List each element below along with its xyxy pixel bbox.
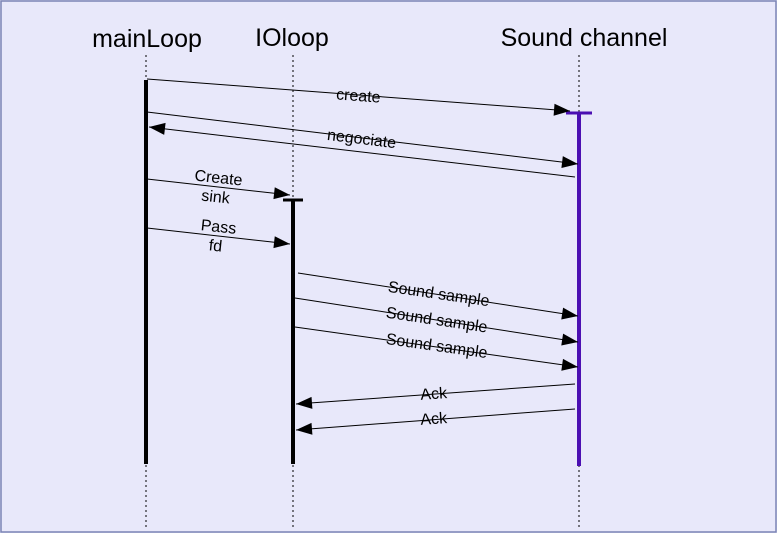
message-label-line-2: sink: [200, 188, 231, 208]
lane-label-main: mainLoop: [92, 25, 202, 53]
arrow-head: [296, 422, 313, 435]
message-label-line-1: Create: [194, 168, 244, 190]
message-create: create: [146, 78, 571, 116]
arrow-line: [294, 326, 579, 368]
message-ack-2: Ack: [295, 408, 576, 435]
arrow-line: [146, 78, 571, 112]
message-label: Ack: [420, 385, 449, 404]
arrow-head: [561, 358, 578, 371]
arrow-head: [561, 333, 578, 346]
arrow-line: [146, 111, 579, 165]
lane-label-io: IOloop: [255, 24, 329, 52]
arrow-line: [148, 126, 576, 178]
arrow-head: [273, 236, 290, 249]
arrow-head: [561, 156, 578, 169]
arrow-head: [553, 103, 570, 116]
message-create-sink: Create sink: [146, 168, 291, 208]
lane-label-sound: Sound channel: [501, 24, 668, 52]
message-label-line-1: Pass: [200, 217, 237, 238]
arrow-line: [295, 408, 576, 431]
message-negociate-back: [148, 122, 576, 178]
message-pass-fd: Pass fd: [146, 217, 291, 256]
arrow-line: [146, 227, 291, 245]
arrow-head: [273, 187, 290, 200]
arrow-head: [296, 396, 313, 409]
arrow-line: [297, 272, 579, 317]
arrow-line: [294, 297, 579, 343]
message-label: Ack: [420, 410, 449, 429]
arrow-head: [561, 307, 578, 320]
arrow-line: [146, 178, 291, 196]
message-label: create: [336, 86, 382, 106]
arrow-head: [149, 122, 166, 135]
message-ack-1: Ack: [295, 383, 576, 409]
arrow-line: [295, 383, 576, 405]
message-label-line-2: fd: [208, 237, 223, 255]
